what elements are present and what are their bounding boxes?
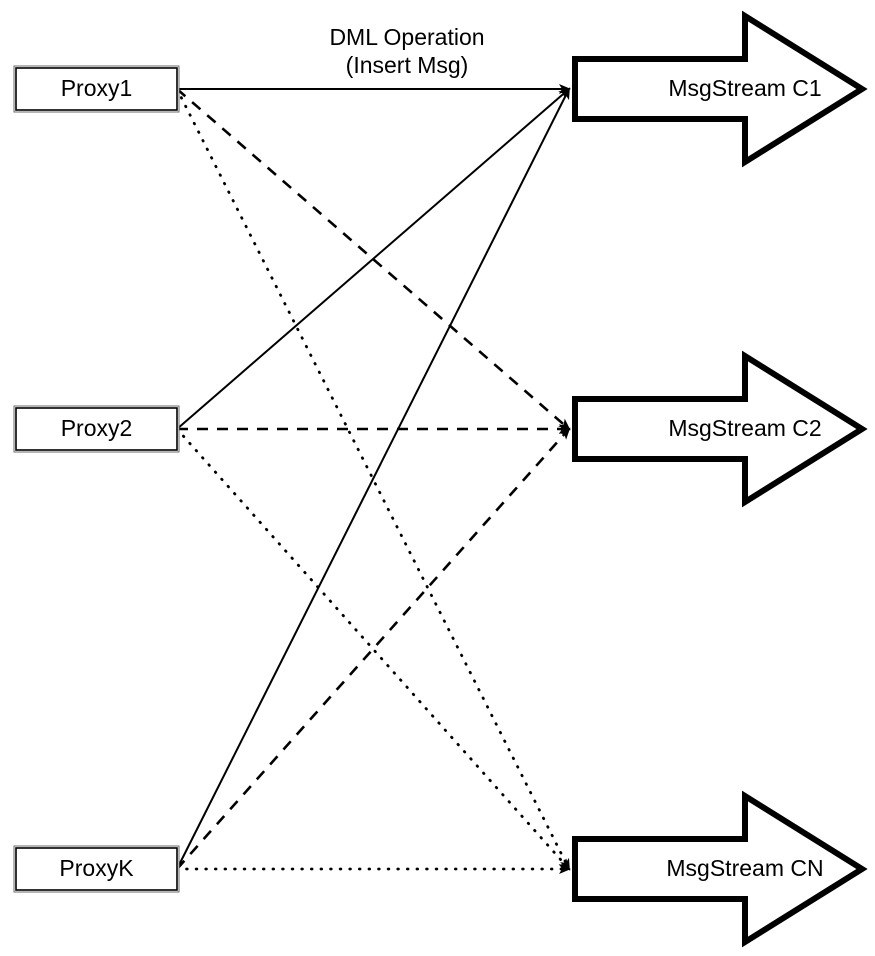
msgstream-layer: MsgStream C1 MsgStream C2 MsgStream CN xyxy=(572,10,868,948)
edge-proxy1-to-cn xyxy=(175,87,571,871)
msgstream-label-c2: MsgStream C2 xyxy=(668,415,821,441)
proxy-label-proxy1: Proxy1 xyxy=(61,75,133,101)
edge-proxy2-to-c1 xyxy=(176,87,571,430)
proxy-box-proxy1 xyxy=(15,67,178,111)
dml-operation-label-line1: DML Operation xyxy=(329,24,484,50)
dml-operation-label-line2: (Insert Msg) xyxy=(346,52,469,78)
proxy-node-proxyk[interactable]: ProxyK xyxy=(13,845,180,893)
proxy-box-proxy2 xyxy=(15,407,178,451)
edge-proxyk-to-c1 xyxy=(176,87,570,870)
edge-proxy2-to-cn xyxy=(175,427,571,871)
msgstream-label-c1: MsgStream C1 xyxy=(668,75,821,101)
edge-layer xyxy=(175,84,571,874)
msgstream-arrow-shape-c1 xyxy=(572,10,868,168)
proxy-label-proxyk: ProxyK xyxy=(59,855,134,881)
msgstream-c1[interactable]: MsgStream C1 xyxy=(572,10,868,168)
proxy-box-proxyk xyxy=(15,847,178,891)
proxy-node-proxy1[interactable]: Proxy1 xyxy=(13,65,180,113)
msgstream-label-cn: MsgStream CN xyxy=(666,855,823,881)
msgstream-cn[interactable]: MsgStream CN xyxy=(572,790,868,948)
proxy-label-proxy2: Proxy2 xyxy=(61,415,133,441)
annotation-layer: DML Operation (Insert Msg) xyxy=(329,24,484,78)
msgstream-arrow-shape-cn xyxy=(572,790,868,948)
msgstream-c2[interactable]: MsgStream C2 xyxy=(572,350,868,508)
edge-proxy1-to-c2 xyxy=(176,88,571,431)
proxy-node-proxy2[interactable]: Proxy2 xyxy=(13,405,180,453)
msgstream-arrow-shape-c2 xyxy=(572,350,868,508)
